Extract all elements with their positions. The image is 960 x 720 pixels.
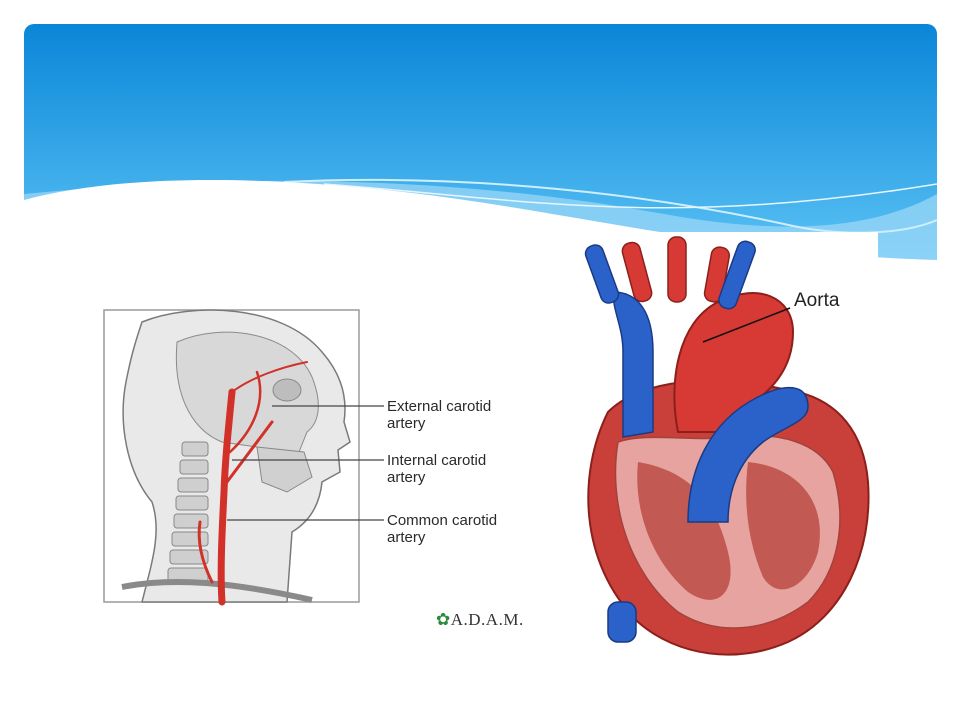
common-carotid-label: Common carotid artery: [387, 512, 497, 546]
external-carotid-label-line2: artery: [387, 415, 426, 432]
internal-carotid-label: Internal carotid artery: [387, 452, 486, 486]
head-neck-illustration: [103, 309, 384, 606]
adam-watermark: ✿A.D.A.M.: [436, 610, 524, 630]
internal-carotid-label-line2: artery: [387, 469, 426, 486]
aorta-label: Aorta: [794, 290, 840, 311]
heart-illustration: [584, 236, 870, 656]
header-band: [24, 24, 937, 264]
adam-leaf-icon: ✿: [436, 610, 451, 629]
internal-carotid-label-line1: Internal carotid: [387, 452, 487, 469]
header-wave-graphic: [24, 24, 937, 264]
common-carotid-label-line2: artery: [387, 529, 426, 546]
common-carotid-label-line1: Common carotid: [387, 512, 498, 529]
carotid-artery-figure: External carotid artery Internal carotid…: [82, 282, 524, 632]
external-carotid-label-line1: External carotid: [387, 398, 492, 415]
external-carotid-label: External carotid artery: [387, 398, 491, 432]
adam-watermark-text: A.D.A.M.: [450, 610, 524, 629]
heart-aorta-figure: Aorta: [568, 232, 878, 668]
